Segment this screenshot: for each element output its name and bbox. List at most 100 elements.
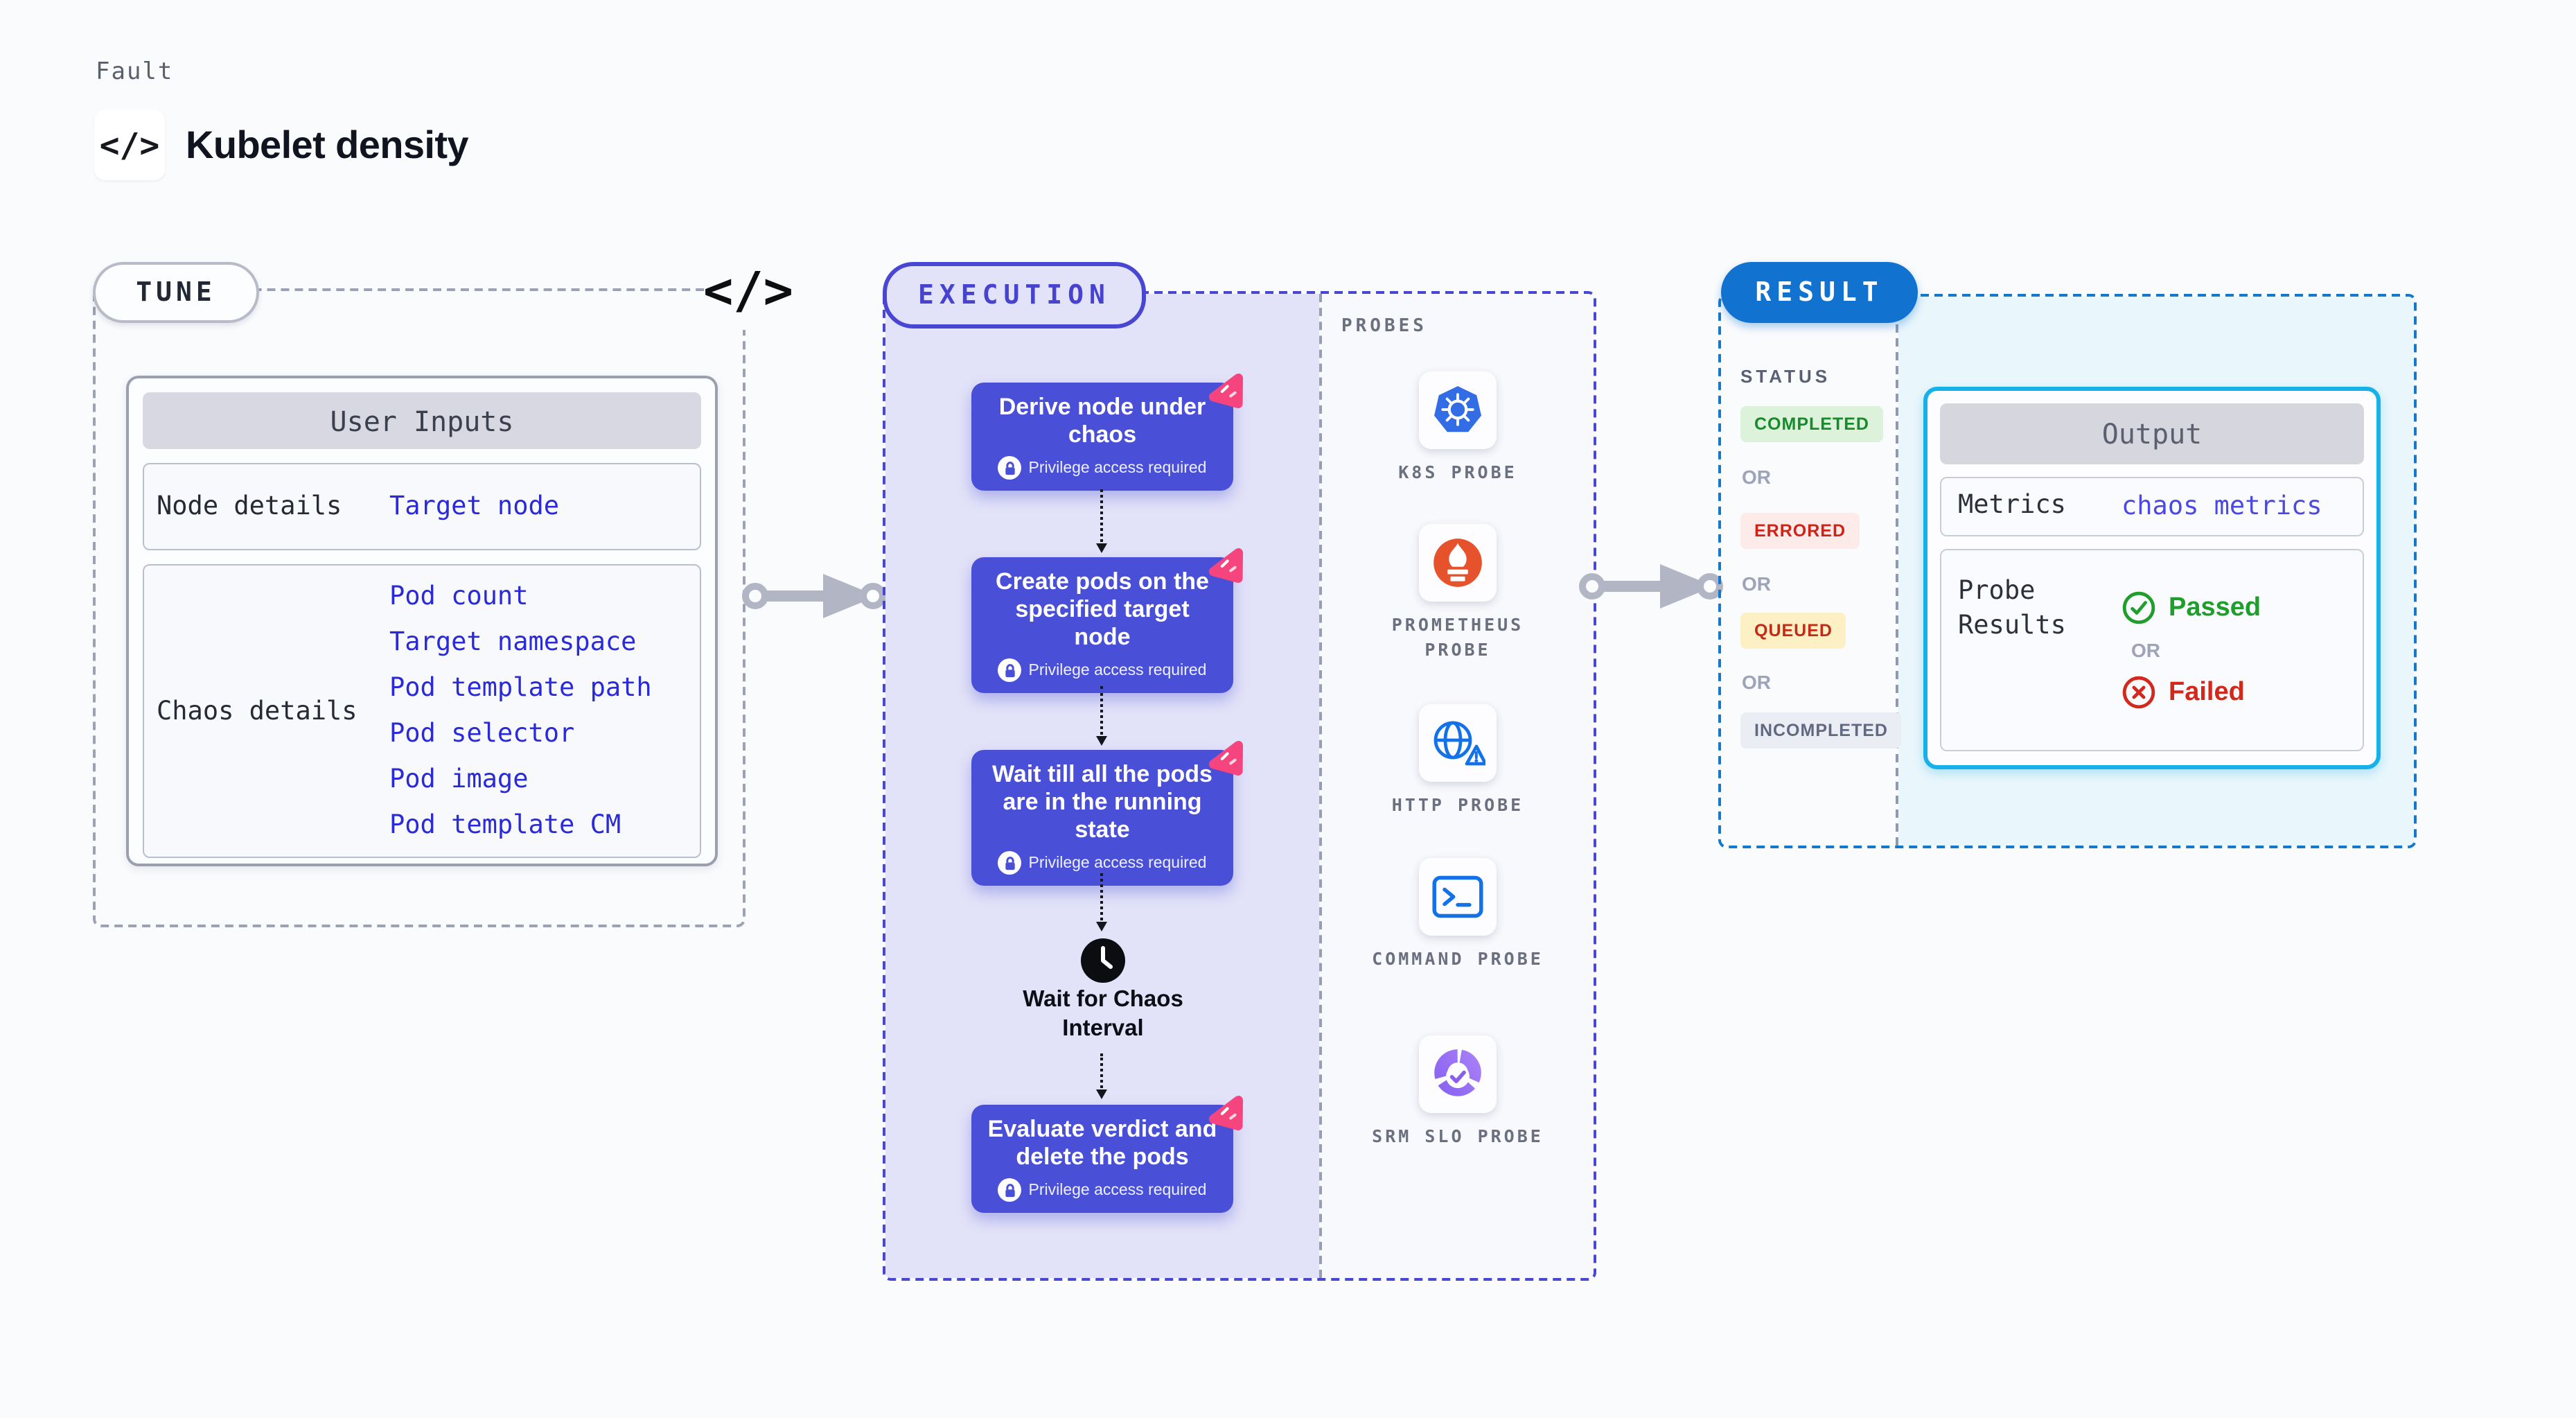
status-column: STATUS COMPLETED OR ERRORED OR QUEUED OR… [1721,297,1902,846]
execution-fill: Derive node under chaos Privilege access… [885,294,1594,1278]
wait-for-chaos-interval-label: Wait for Chaos Interval [1023,987,1183,1041]
verdict-column: Passed OR Failed [2121,550,2261,750]
arrow-right-icon [742,574,886,618]
lock-icon [998,851,1022,875]
result-separator [1896,297,1898,846]
code-icon: </> [703,252,793,330]
x-circle-icon [2122,676,2155,709]
step-wait-pods-running: Wait till all the pods are in the runnin… [971,740,1244,886]
pod-count-link[interactable]: Pod count [389,582,529,611]
or-label: OR [1742,671,1771,693]
user-inputs-title: User Inputs [143,392,701,449]
step-title: Derive node under chaos [998,394,1206,448]
lock-icon [998,658,1022,683]
metrics-row: Metrics chaos metrics [1940,477,2364,536]
breadcrumb: Fault [96,58,174,86]
chaos-experiment-icon [1208,740,1244,776]
check-circle-icon [2122,591,2155,624]
pod-template-cm-link[interactable]: Pod template CM [389,811,621,840]
user-inputs-card: User Inputs Node details Target node Cha… [126,376,718,866]
execution-badge: EXECUTION [883,262,1146,329]
chaos-experiment-icon [1208,373,1244,408]
chaos-details-row: Chaos details Pod count Target namespace… [143,564,701,858]
prometheus-icon [1419,524,1497,602]
terminal-icon [1419,858,1497,936]
probe-results-label: Probe Results [1958,577,2066,640]
code-icon: </> [94,110,165,180]
result-badge: RESULT [1721,262,1918,323]
or-label: OR [1742,572,1771,595]
arrow-right-icon [1579,564,1723,609]
lock-icon [998,1178,1022,1202]
passed-row: Passed [2121,590,2261,625]
probe-label: HTTP PROBE [1391,794,1524,815]
or-label: OR [2131,639,2160,661]
status-badge-errored: ERRORED [1740,513,1860,549]
privilege-row: Privilege access required [985,456,1219,480]
probe-label: SRM SLO PROBE [1372,1126,1544,1146]
chaos-experiment-icon [1208,548,1244,583]
probe-item-command: COMMAND PROBE [1322,858,1594,971]
target-node-link[interactable]: Target node [389,492,560,521]
clock-icon [1079,937,1127,984]
flow-connector-arrow [1096,489,1107,553]
status-badge-completed: COMPLETED [1740,406,1883,442]
chaos-details-label: Chaos details [157,697,358,726]
status-title: STATUS [1740,366,1831,387]
metrics-label: Metrics [1958,491,2066,520]
probe-label: K8S PROBE [1398,462,1517,482]
pod-image-link[interactable]: Pod image [389,765,529,794]
probe-item-prometheus: PROMETHEUS PROBE [1322,524,1594,661]
probe-item-http: HTTP PROBE [1322,704,1594,817]
lock-icon [998,456,1022,480]
flow-connector-arrow [1096,873,1107,931]
result-section-box: STATUS COMPLETED OR ERRORED OR QUEUED OR… [1718,294,2417,848]
status-badge-incompleted: INCOMPLETED [1740,712,1902,749]
step-title: Evaluate verdict and delete the pods [987,1116,1217,1171]
privilege-label: Privilege access required [1028,662,1207,679]
page-title: Kubelet density [186,123,469,166]
privilege-label: Privilege access required [1028,1182,1207,1199]
privilege-row: Privilege access required [985,1178,1219,1202]
privilege-row: Privilege access required [985,851,1219,875]
probes-title: PROBES [1341,316,1427,337]
chaos-metrics-link[interactable]: chaos metrics [2121,492,2322,521]
node-details-row: Node details Target node [143,463,701,550]
flow-connector-arrow [1096,1053,1107,1099]
failed-row: Failed [2121,675,2261,710]
execution-flow-panel: Derive node under chaos Privilege access… [885,294,1319,1278]
globe-alert-icon [1419,704,1497,782]
node-details-label: Node details [157,492,342,521]
chaos-experiment-icon [1208,1095,1244,1130]
or-label: OR [1742,466,1771,488]
flow-connector-arrow [1096,686,1107,746]
probe-label: COMMAND PROBE [1372,948,1544,969]
probe-item-k8s: K8S PROBE [1322,371,1594,484]
output-card: Output Metrics chaos metrics Probe Resul… [1923,387,2381,769]
privilege-label: Privilege access required [1028,459,1207,477]
probes-panel: PROBES [1319,294,1594,1278]
step-title: Wait till all the pods are in the runnin… [992,761,1212,843]
failed-label: Failed [2169,677,2245,706]
step-title: Create pods on the specified target node [996,568,1209,651]
target-namespace-link[interactable]: Target namespace [389,628,637,657]
status-badge-queued: QUEUED [1740,613,1846,649]
output-title: Output [1940,403,2364,464]
probe-label: PROMETHEUS PROBE [1391,614,1524,659]
pod-selector-link[interactable]: Pod selector [389,719,575,749]
step-derive-node: Derive node under chaos Privilege access… [971,373,1244,491]
probe-results-row: Probe Results Passed OR [1940,549,2364,751]
slo-donut-check-icon [1419,1035,1497,1113]
probe-item-srm-slo: SRM SLO PROBE [1322,1035,1594,1148]
kubernetes-icon [1419,371,1497,449]
tune-section-box [93,288,746,927]
step-evaluate-verdict: Evaluate verdict and delete the pods Pri… [971,1095,1244,1214]
tune-badge: TUNE [93,262,259,323]
step-create-pods: Create pods on the specified target node… [971,548,1244,694]
passed-label: Passed [2169,593,2261,622]
privilege-row: Privilege access required [985,658,1219,683]
privilege-label: Privilege access required [1028,855,1207,872]
pod-template-path-link[interactable]: Pod template path [389,674,652,703]
